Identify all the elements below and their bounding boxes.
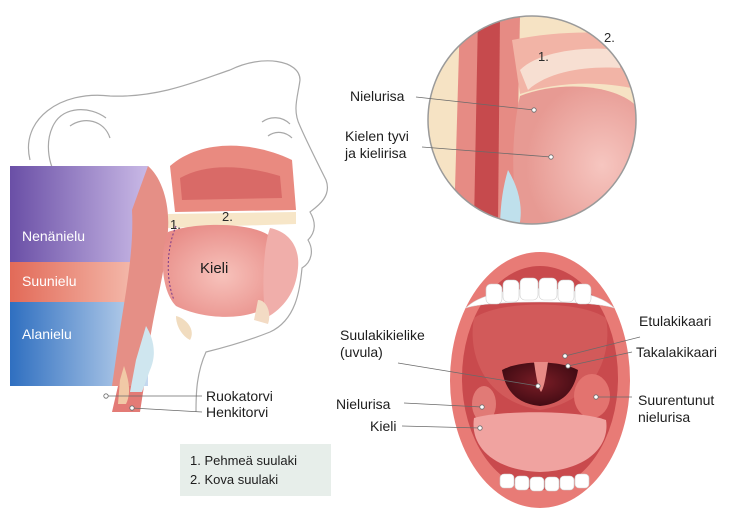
legend-item-hard-palate: 2. Kova suulaki <box>190 470 331 489</box>
mouth-kieli-label: Kieli <box>370 418 396 435</box>
kielen-tyvi-label-line1: Kielen tyvi <box>345 128 409 145</box>
side-marker-1: 1. <box>170 217 181 232</box>
tongue-label: Kieli <box>200 260 228 277</box>
circle-nielurisa-label: Nielurisa <box>350 88 404 105</box>
circle-marker-2: 2. <box>604 30 615 45</box>
nenanielu-label: Nenänielu <box>22 228 85 245</box>
circle-marker-1: 1. <box>538 49 549 64</box>
suurentunut-label-line1: Suurentunut <box>638 392 714 409</box>
etulakikaari-label: Etulakikaari <box>639 313 711 330</box>
legend-box: 1. Pehmeä suulaki 2. Kova suulaki <box>180 444 331 496</box>
takalakikaari-label: Takalakikaari <box>636 344 717 361</box>
nenanielu-band <box>10 166 148 262</box>
legend-item-soft-palate: 1. Pehmeä suulaki <box>190 451 331 470</box>
side-marker-2: 2. <box>222 209 233 224</box>
ruokatorvi-label: Ruokatorvi <box>206 388 273 405</box>
uvula-label-line1: Suulakikielike <box>340 327 425 344</box>
alanielu-label: Alanielu <box>22 326 72 343</box>
suurentunut-label-line2: nielurisa <box>638 409 690 426</box>
uvula-label-line2: (uvula) <box>340 344 383 361</box>
suunielu-label: Suunielu <box>22 273 77 290</box>
circle-closeup <box>428 16 640 230</box>
henkitorvi-label: Henkitorvi <box>206 404 268 421</box>
kielen-tyvi-label-line2: ja kielirisa <box>345 145 406 162</box>
open-mouth <box>450 252 630 508</box>
mouth-nielurisa-label: Nielurisa <box>336 396 390 413</box>
